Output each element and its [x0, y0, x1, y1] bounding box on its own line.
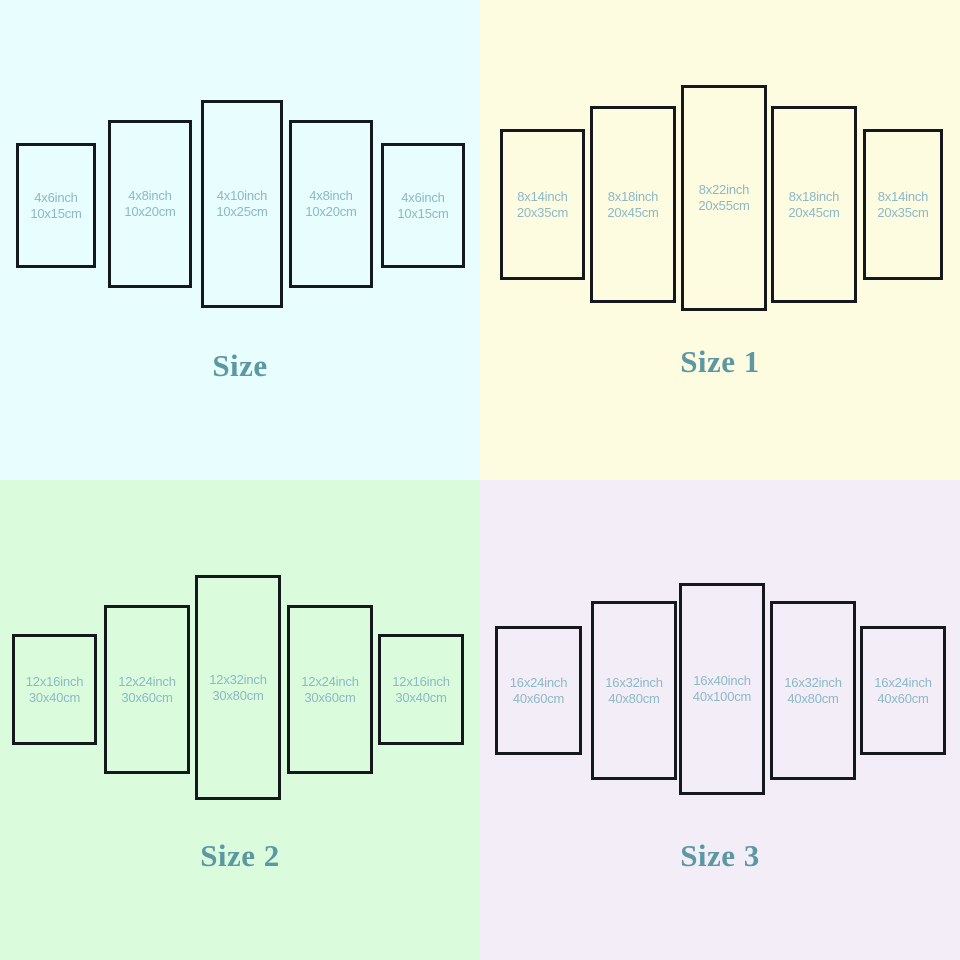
panel-size-centimeters: 20x35cm [516, 204, 569, 220]
panel-size-inches: 8x14inch [517, 188, 568, 204]
panel-size-inches: 16x24inch [874, 674, 932, 690]
panel-size-centimeters: 30x40cm [395, 689, 447, 705]
panel-size-centimeters: 30x80cm [212, 687, 264, 703]
size-option-title: Size 2 [200, 838, 280, 873]
panel-size-centimeters: 20x45cm [788, 204, 840, 220]
panel-size-inches: 8x18inch [607, 188, 659, 204]
panel-size-inches: 16x32inch [605, 674, 663, 690]
panel-size-centimeters: 20x45cm [607, 204, 659, 220]
panel-size-inches: 12x24inch [301, 673, 359, 689]
panel-size-centimeters: 30x40cm [28, 689, 81, 705]
panel-size-inches: 16x40inch [693, 673, 751, 689]
panel-size-inches: 4x6inch [34, 189, 78, 205]
panel-size-centimeters: 40x60cm [512, 690, 565, 706]
panel-size-centimeters: 20x55cm [698, 198, 750, 213]
panel-size-inches: 12x32inch [209, 671, 267, 687]
panel-size-inches: 12x16inch [25, 673, 84, 689]
panel-size-centimeters: 10x15cm [397, 205, 449, 221]
panel-size-centimeters: 10x25cm [216, 204, 268, 219]
size-option-title: Size 3 [680, 838, 760, 873]
panel-size-inches: 8x22inch [698, 182, 750, 198]
panel-size-centimeters: 30x60cm [304, 689, 356, 705]
panel-size-inches: 4x8inch [309, 188, 353, 204]
panel-size-centimeters: 20x35cm [877, 204, 929, 220]
panel-size-centimeters: 10x20cm [124, 204, 176, 219]
panel-size-centimeters: 40x60cm [877, 690, 929, 706]
panel-size-inches: 4x6inch [401, 189, 445, 205]
panel-size-inches: 8x14inch [877, 188, 929, 204]
panel-size-inches: 4x8inch [128, 188, 172, 204]
panel-size-inches: 16x32inch [784, 674, 842, 690]
size-option-title: Size 1 [680, 344, 760, 379]
panel-size-centimeters: 40x100cm [692, 689, 752, 704]
panel-size-centimeters: 10x15cm [30, 205, 82, 221]
panel-size-centimeters: 30x60cm [121, 689, 173, 705]
panel-size-inches: 12x16inch [392, 673, 450, 689]
panel-size-inches: 8x18inch [788, 188, 840, 204]
panel-size-inches: 4x10inch [216, 188, 268, 204]
size-option-title: Size [212, 348, 268, 383]
panel-size-centimeters: 40x80cm [787, 690, 839, 706]
panel-size-centimeters: 10x20cm [305, 204, 357, 219]
panel-size-inches: 16x24inch [509, 674, 568, 690]
panel-size-inches: 12x24inch [118, 673, 176, 689]
panel-size-centimeters: 40x80cm [608, 690, 660, 706]
